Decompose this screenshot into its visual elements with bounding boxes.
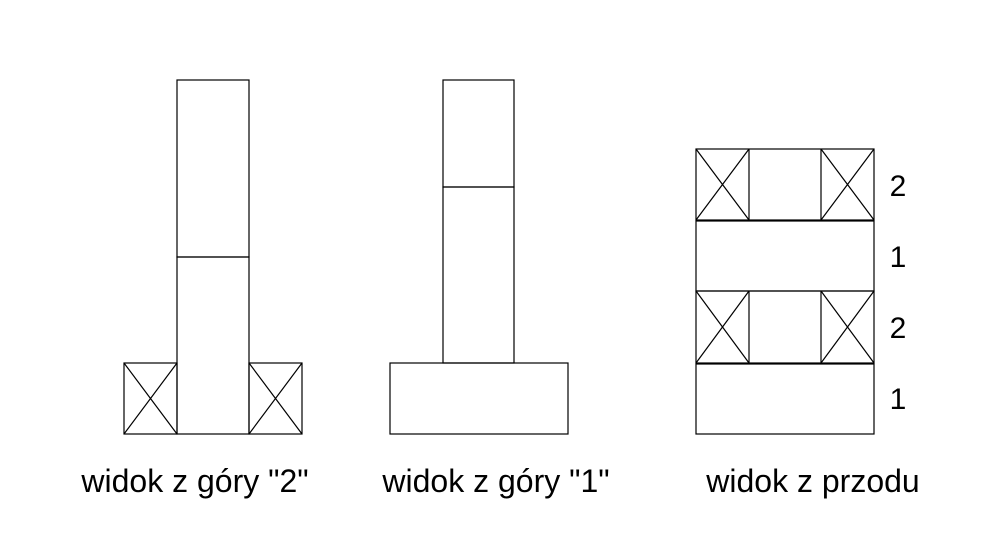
top-view-1-base-block xyxy=(389,362,569,435)
front-view-layer-label-3: 2 xyxy=(890,312,907,345)
front-view-drawing xyxy=(695,148,875,435)
front-view-layer-1-top xyxy=(695,148,875,221)
front-view-layer-label-2: 1 xyxy=(890,241,907,274)
top-view-2-left-crossed-support xyxy=(123,362,178,435)
top-view-2-caption: widok z góry "2" xyxy=(80,463,308,499)
top-view-1-caption: widok z góry "1" xyxy=(381,463,609,499)
top-view-1-middle-block xyxy=(442,186,515,364)
top-view-2-lower-block xyxy=(176,256,250,435)
front-view-layer-3 xyxy=(695,290,875,364)
top-view-1-upper-block xyxy=(442,79,515,188)
front-view-layer-2 xyxy=(695,220,875,292)
top-view-2-upper-block xyxy=(176,79,250,258)
front-view-layer-label-4: 1 xyxy=(890,383,907,416)
front-view-caption: widok z przodu xyxy=(705,463,919,499)
top-view-2-drawing xyxy=(123,79,303,435)
front-view-layer-4-bottom xyxy=(695,363,875,435)
top-view-1-drawing xyxy=(389,79,569,435)
front-view-layer-label-1: 2 xyxy=(890,170,907,203)
top-view-2-right-crossed-support xyxy=(248,362,303,435)
